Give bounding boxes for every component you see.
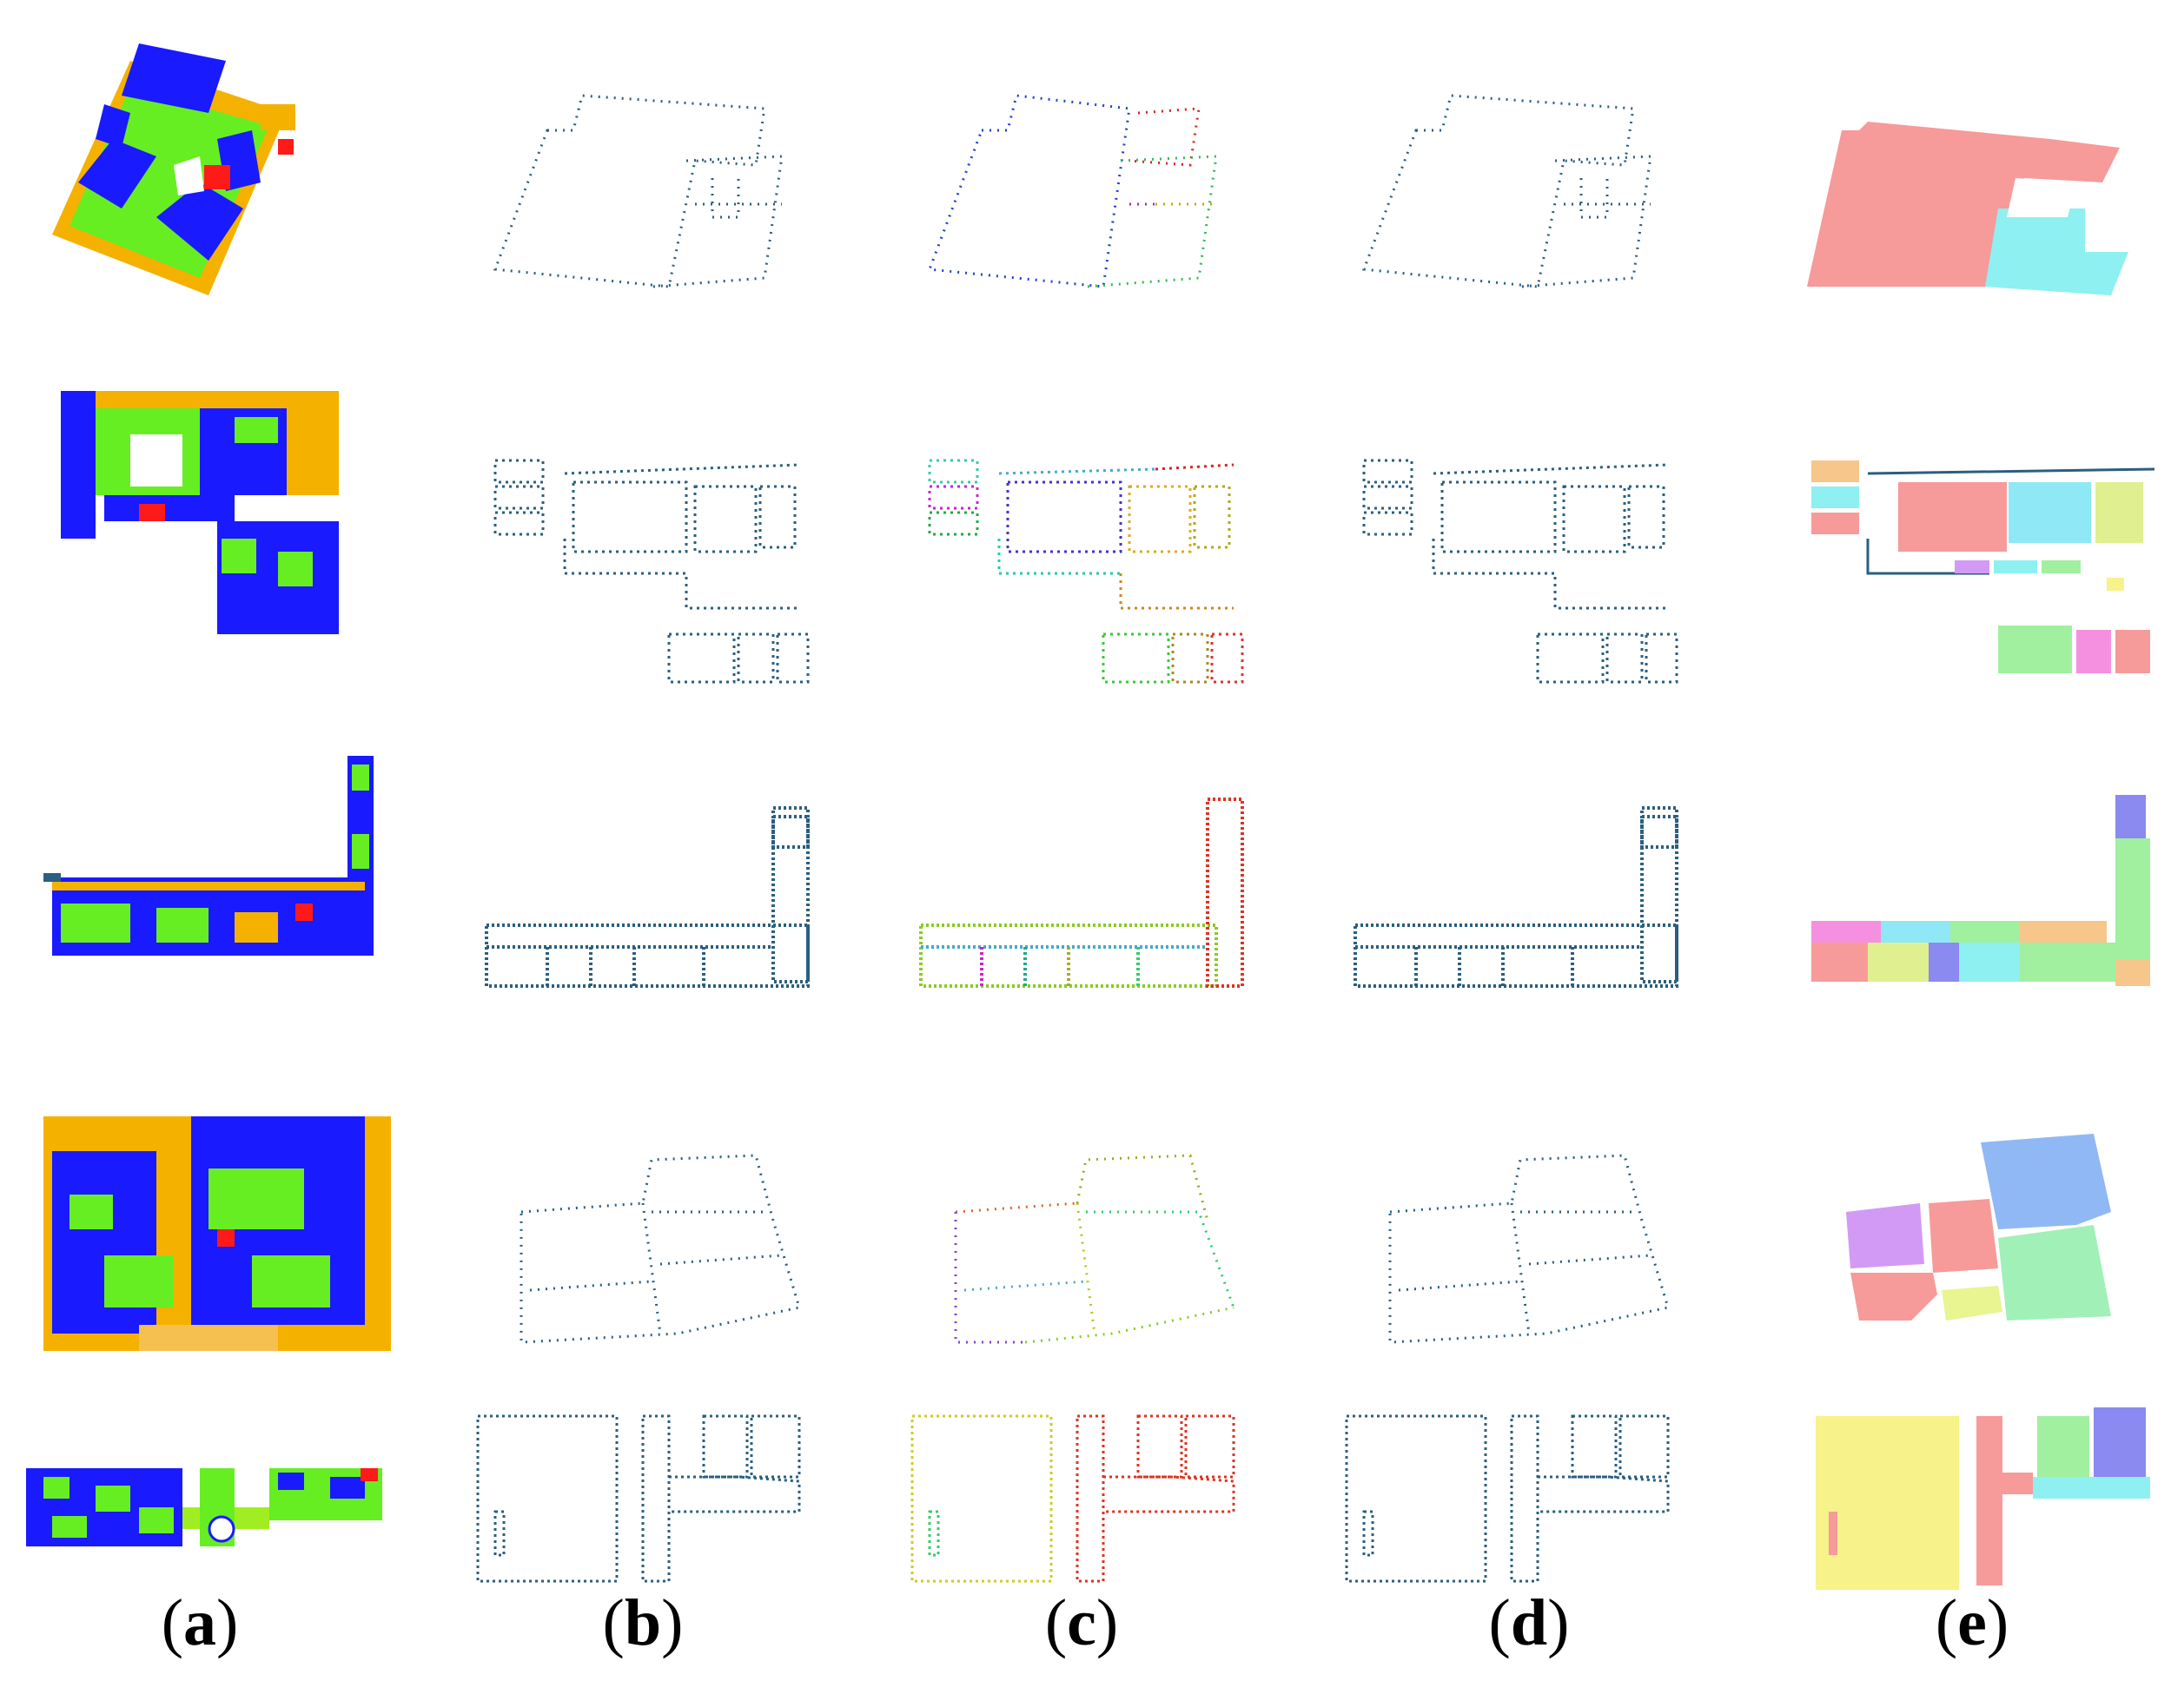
points-r2-b [493,459,810,684]
point-cloud-r4 [43,1116,391,1351]
cell-r2-c [869,365,1303,695]
column-label-a: (a) [161,1586,239,1659]
cell-r4-e [1737,1082,2171,1412]
column-label-b: (b) [602,1586,684,1659]
points-r3-b [485,806,810,988]
points-r2-d [1362,459,1678,684]
rooms-r2-e [1811,460,2155,673]
cell-r4-a [0,1082,434,1412]
points-r3-d [1354,806,1678,988]
points-r5-b [476,1414,801,1583]
points-r3-c [919,798,1244,988]
cell-r1-c [869,9,1303,339]
column-label-d: (d) [1488,1586,1570,1659]
points-r5-d [1345,1414,1670,1583]
cell-r1-b [434,9,869,339]
cell-r3-d [1303,730,1737,1060]
cell-r3-a [0,730,434,1060]
points-r5-c [910,1414,1235,1583]
points-r4-d [1388,1154,1670,1344]
points-r4-c [954,1154,1235,1344]
points-r1-b [493,94,784,288]
rooms-r5-e [1816,1407,2150,1590]
point-cloud-r3 [43,756,374,956]
point-cloud-r2 [61,391,339,634]
cell-r4-c [869,1082,1303,1412]
rooms-r4-e [1846,1134,2111,1321]
cell-r1-a [0,9,434,339]
column-label-c: (c) [1044,1586,1119,1659]
cell-r3-c [869,730,1303,1060]
cell-r5-a [0,1425,434,1708]
point-cloud-r1 [52,43,295,295]
cell-r5-b [434,1390,869,1708]
point-cloud-r5 [26,1468,382,1546]
cell-r1-e [1737,9,2171,339]
points-r4-b [520,1154,801,1344]
cell-r4-d [1303,1082,1737,1412]
cell-r4-b [434,1082,869,1412]
cell-r3-b [434,730,869,1060]
rooms-r1-e [1807,122,2128,295]
rooms-r3-e [1811,795,2150,986]
points-r1-c [927,94,1218,288]
cell-r2-d [1303,365,1737,695]
cell-r2-a [0,365,434,695]
cell-r5-e [1737,1390,2171,1708]
cell-r5-d [1303,1390,1737,1708]
points-r1-d [1361,94,1652,288]
cell-r3-e [1737,730,2171,1060]
cell-r2-b [434,365,869,695]
cell-r1-d [1303,9,1737,339]
cell-r2-e [1737,365,2171,695]
column-label-e: (e) [1935,1586,2009,1659]
cell-r5-c [869,1390,1303,1708]
points-r2-c [928,459,1244,684]
